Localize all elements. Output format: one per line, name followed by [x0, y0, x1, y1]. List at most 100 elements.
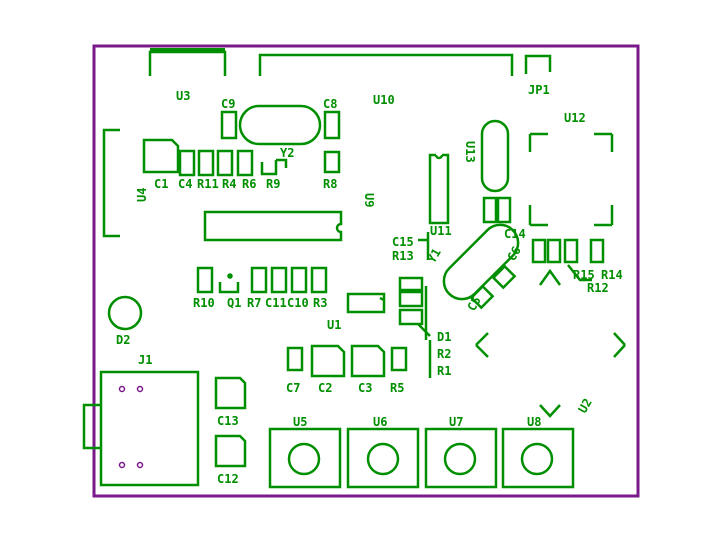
j1-pin-1 [118, 385, 126, 393]
label-jp1: JP1 [528, 83, 550, 97]
label-c6: C6 [504, 244, 523, 264]
label-u1: U1 [327, 318, 341, 332]
label-c4: C4 [178, 177, 192, 191]
c14-pad-b [496, 196, 512, 224]
label-r15: R15 [573, 268, 595, 282]
c12-footprint [214, 434, 247, 468]
c7-pad [286, 346, 304, 372]
r9-footprint [260, 158, 288, 176]
label-r13: R13 [392, 249, 414, 263]
label-r4: R4 [222, 177, 236, 191]
board-outline [92, 44, 640, 498]
label-u5: U5 [293, 415, 307, 429]
c5-footprint [469, 284, 495, 310]
c13-footprint [214, 376, 247, 410]
y2-crystal [238, 104, 322, 146]
r10-pad [196, 266, 214, 294]
label-c1: C1 [154, 177, 168, 191]
label-y1: Y1 [424, 246, 443, 266]
label-r3: R3 [313, 296, 327, 310]
label-c14: C14 [504, 227, 526, 241]
u3-footprint [148, 50, 227, 76]
u11-notch-mark [434, 154, 444, 160]
u13-crystal [480, 119, 510, 193]
q1-dot [227, 273, 233, 279]
c6-footprint [491, 264, 517, 290]
jp1-footprint [524, 54, 552, 74]
r14-pad-a [563, 238, 579, 264]
j1-pin-4 [136, 461, 144, 469]
u7-button [424, 427, 498, 489]
u6-button-cap [366, 442, 400, 476]
c8-pad [323, 110, 341, 140]
r15-pad-b [546, 238, 562, 264]
r-pad-3 [398, 308, 424, 326]
j1-pin-3 [118, 461, 126, 469]
label-d2: D2 [116, 333, 130, 347]
label-r5: R5 [390, 381, 404, 395]
label-r11: R11 [197, 177, 219, 191]
label-r14: R14 [601, 268, 623, 282]
c14-pad-a [482, 196, 498, 224]
c10-pad [290, 266, 308, 294]
r6-pad [236, 149, 254, 177]
label-u9: U9 [362, 193, 376, 207]
label-u4: U4 [135, 188, 149, 202]
label-c2: C2 [318, 381, 332, 395]
label-c7: C7 [286, 381, 300, 395]
u11-footprint [428, 153, 450, 225]
label-r2: R2 [437, 347, 451, 361]
label-u13: U13 [463, 141, 477, 163]
r-pad-1 [398, 276, 424, 292]
label-y2: Y2 [280, 146, 294, 160]
label-r9: R9 [266, 177, 280, 191]
j1-pin-2 [136, 385, 144, 393]
r11-pad [197, 149, 215, 177]
y1-crystal [442, 223, 520, 301]
label-u8: U8 [527, 415, 541, 429]
label-u7: U7 [449, 415, 463, 429]
label-u3: U3 [176, 89, 190, 103]
label-q1: Q1 [227, 296, 241, 310]
r4-pad [216, 149, 234, 177]
u5-button [268, 427, 342, 489]
r15-pad-a [531, 238, 547, 264]
r8-pad [323, 150, 341, 174]
d2-footprint [107, 295, 143, 331]
c3-footprint [350, 344, 386, 378]
c11-pad [270, 266, 288, 294]
label-c11: C11 [265, 296, 287, 310]
label-j1: J1 [138, 353, 152, 367]
label-c10: C10 [287, 296, 309, 310]
u8-button [501, 427, 575, 489]
r-pad-2 [398, 290, 424, 308]
u9-footprint [203, 210, 343, 242]
u8-button-cap [520, 442, 554, 476]
u10-footprint [258, 53, 514, 76]
label-c5: C5 [464, 294, 483, 314]
label-r1: R1 [437, 364, 451, 378]
label-c12: C12 [217, 472, 239, 486]
r14-pad-b [589, 238, 605, 264]
j1-footprint [99, 370, 200, 487]
label-u6: U6 [373, 415, 387, 429]
r12-lead [567, 264, 592, 282]
c1-footprint [142, 138, 180, 174]
c9-pad [220, 110, 238, 140]
label-u10: U10 [373, 93, 395, 107]
c4-pad [178, 149, 196, 177]
u7-button-cap [443, 442, 477, 476]
r7-pad [250, 266, 268, 294]
label-r10: R10 [193, 296, 215, 310]
u2-footprint [475, 268, 626, 418]
label-u2: U2 [575, 396, 594, 416]
label-d1: D1 [437, 330, 451, 344]
label-r12: R12 [587, 281, 609, 295]
label-c13: C13 [217, 414, 239, 428]
label-c8: C8 [323, 97, 337, 111]
j1-tab [82, 403, 101, 450]
label-r7: R7 [247, 296, 261, 310]
c2-footprint [310, 344, 346, 378]
r5-pad [390, 346, 408, 372]
